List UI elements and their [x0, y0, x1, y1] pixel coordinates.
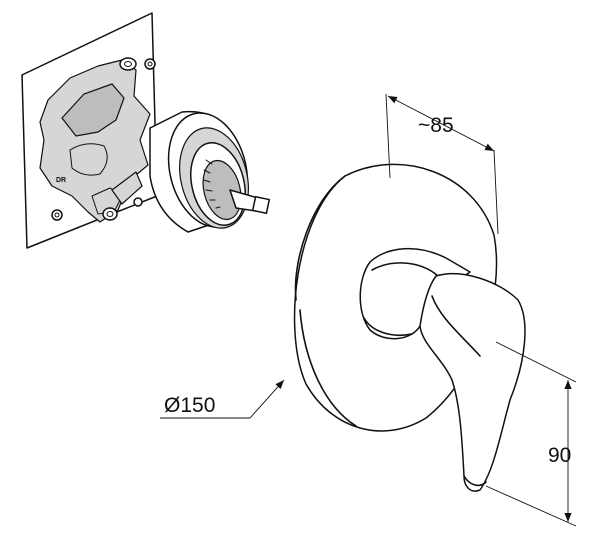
dimension-depth: ~85: [385, 93, 499, 235]
body-marking: DR: [56, 177, 66, 184]
lever-handle: [419, 272, 526, 492]
dimension-height: 90: [485, 341, 577, 527]
mixer-trim: [293, 163, 526, 492]
diameter-label: Ø150: [164, 394, 215, 417]
height-label: 90: [548, 444, 571, 467]
depth-label: ~85: [418, 114, 454, 137]
dimension-diameter: Ø150: [160, 379, 285, 419]
concealed-body: DR: [21, 12, 271, 249]
